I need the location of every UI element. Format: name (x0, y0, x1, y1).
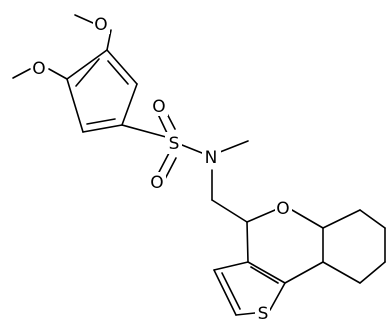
bond (107, 60, 129, 85)
bond (106, 49, 138, 85)
bond (181, 144, 203, 154)
bond (213, 261, 249, 271)
bond (48, 68, 68, 80)
atom-o-methoxy-left: O (32, 59, 45, 79)
bond (219, 140, 249, 153)
bond (164, 157, 177, 180)
bond (235, 312, 256, 316)
bond (75, 58, 100, 87)
bond (12, 68, 31, 79)
bond (121, 83, 138, 126)
bond (359, 209, 386, 229)
bond (121, 124, 167, 138)
atom-o-sulfonyl-top: O (152, 97, 165, 117)
bond (359, 261, 386, 284)
bond (246, 209, 276, 223)
atom-s-sulfonyl: S (169, 134, 180, 154)
bond (247, 261, 286, 284)
atom-n: N (205, 148, 218, 168)
bond (322, 209, 361, 229)
atom-o-ring: O (276, 199, 289, 219)
bond (213, 269, 237, 316)
bond (284, 261, 324, 284)
bond (322, 261, 361, 284)
bond (211, 199, 248, 223)
bond (291, 209, 324, 229)
atom-labels: O O S O O N O S (31, 14, 292, 324)
atom-s-thiophene: S (258, 304, 269, 324)
atom-o-methoxy-top: O (94, 15, 107, 35)
bond (157, 152, 170, 175)
bond (74, 14, 94, 24)
bond (66, 78, 84, 133)
bond (250, 266, 279, 284)
bond (246, 221, 249, 263)
bond (269, 282, 286, 311)
bond (86, 118, 116, 125)
bond (221, 272, 241, 310)
bond-lines (12, 14, 386, 316)
bond (66, 49, 108, 80)
bond (106, 29, 112, 51)
atom-o-sulfonyl-bottom: O (150, 173, 163, 193)
bond (82, 124, 123, 133)
